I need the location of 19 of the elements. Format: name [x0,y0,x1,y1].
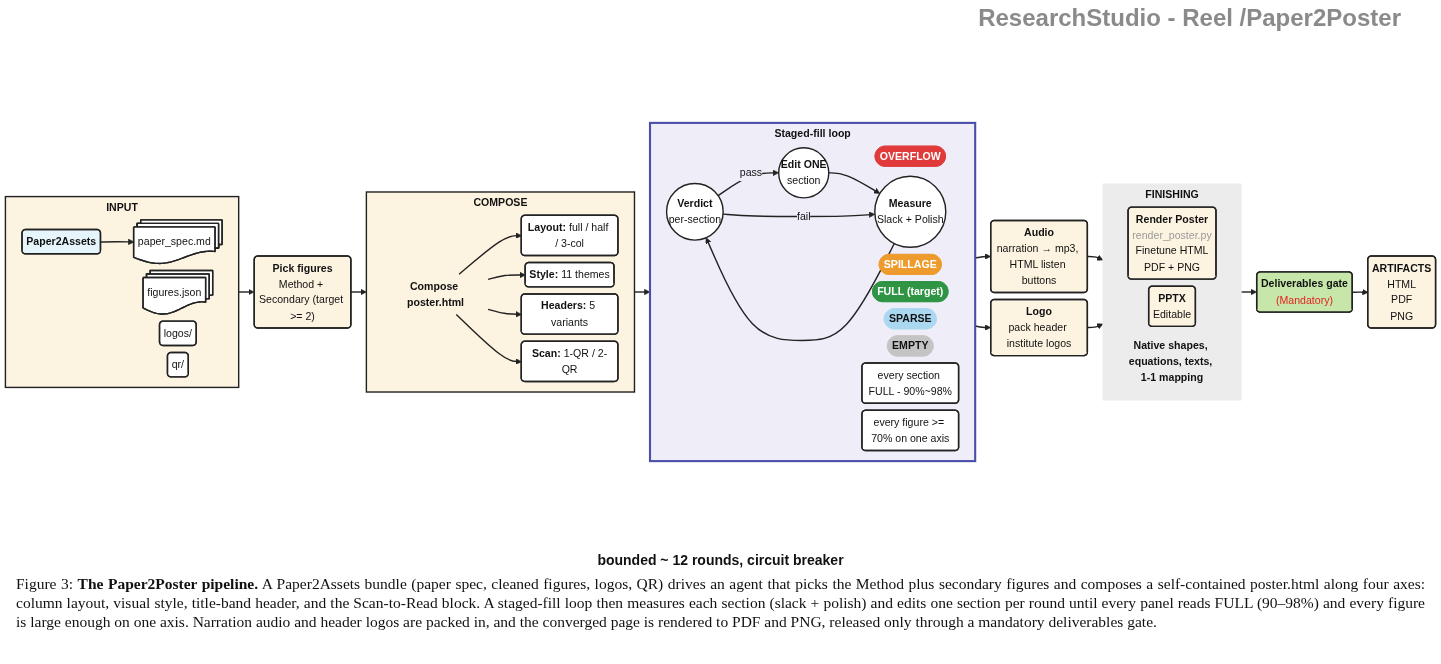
arrow [1240,288,1257,296]
arrow [100,238,135,245]
arrow [487,271,526,281]
note-text: bounded ~ 12 rounds, circuit breaker [597,552,844,568]
arrow [455,313,522,365]
edge-label: fail [796,209,811,222]
node-circle: Verdict per-section [665,182,724,241]
diagram-title: ResearchStudio - Reel /Paper2Poster [978,4,1401,32]
arrow [487,308,522,318]
figure-caption: Figure 3: The Paper2Poster pipeline. A Paper2Assets bundle (paper spec, cleaned figures, logos, QR) drives an agent that picks the Method plus secondary figures and composes a self-contained poster.html along four axes: column layout, visual style, title-band header, and the Scan-to-Read block. A staged-fill loop then measures each section (slack + polish) and edits one section per round until every panel reads FULL (90–98%) and every figure is large enough on one axis. Narration audio and header logos are packed in, and the converged page is rendered to PDF and PNG, released only through a mandatory deliverables gate. [16,574,1425,631]
node-circle: Measure Slack + Polish [874,175,947,249]
arrow [350,288,367,296]
node-text: Compose poster.html [407,279,465,308]
edge-label: pass [739,166,763,179]
arrow [458,232,522,275]
node-circle: Edit ONE section [777,147,830,199]
node-label: Native shapes, equations, texts, 1-1 mapping [1128,339,1213,383]
arrow [722,211,876,218]
arrow [828,172,881,194]
